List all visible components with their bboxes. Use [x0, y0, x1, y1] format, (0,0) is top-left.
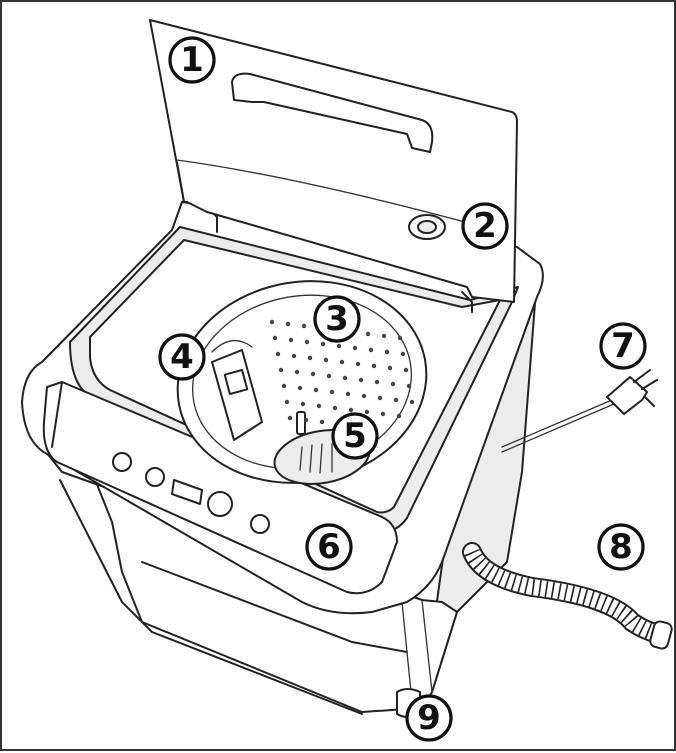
drum-hole: [365, 331, 371, 337]
drum-hole: [400, 351, 406, 357]
drum-hole: [409, 399, 415, 405]
callout-3: 3: [313, 295, 361, 343]
drum-hole: [319, 419, 325, 425]
control-knob-1[interactable]: [112, 452, 132, 472]
svg-text:6: 6: [317, 527, 341, 567]
callout-2: 2: [461, 202, 509, 250]
drum-hole: [387, 365, 393, 371]
svg-text:1: 1: [180, 40, 204, 80]
drum-hole: [284, 399, 290, 405]
svg-text:2: 2: [473, 206, 497, 246]
drum-hole: [281, 383, 287, 389]
drum-hole: [352, 345, 358, 351]
drum-hole: [403, 367, 409, 373]
drain-hose: [462, 542, 673, 650]
drum-hole: [371, 363, 377, 369]
drum-hole: [310, 371, 316, 377]
control-knob-3[interactable]: [207, 491, 233, 517]
display-window: [171, 479, 203, 505]
drum-hole: [301, 323, 307, 329]
control-knob-4[interactable]: [250, 514, 270, 534]
lint-filter: [211, 340, 263, 441]
drum-hole: [303, 417, 309, 423]
drum-hole: [355, 361, 361, 367]
callout-4: 4: [158, 333, 206, 381]
drum-hole: [381, 333, 387, 339]
callout-7: 7: [599, 322, 647, 370]
drum-hole: [291, 353, 297, 359]
svg-text:8: 8: [609, 527, 633, 567]
svg-text:3: 3: [325, 299, 349, 339]
drum-hole: [326, 373, 332, 379]
drum-hole: [396, 413, 402, 419]
drum-hole: [393, 397, 399, 403]
drum-hole: [287, 415, 293, 421]
drum-hole: [329, 389, 335, 395]
drum-hole: [397, 335, 403, 341]
drum-hole: [300, 401, 306, 407]
svg-text:7: 7: [611, 326, 635, 366]
control-knob-2[interactable]: [145, 467, 165, 487]
drum-hole: [368, 347, 374, 353]
drum-hole: [342, 375, 348, 381]
drum-hole: [316, 403, 322, 409]
drum-hole: [380, 411, 386, 417]
drum-hole: [339, 359, 345, 365]
drum-hole: [297, 385, 303, 391]
svg-text:9: 9: [417, 698, 441, 738]
drum-hole: [304, 339, 310, 345]
power-cord: [501, 369, 658, 453]
drum-hole: [294, 369, 300, 375]
drum-hole: [313, 387, 319, 393]
drum-hole: [374, 379, 380, 385]
drum-hole: [288, 337, 294, 343]
drum-hole: [307, 355, 313, 361]
drum-hole: [332, 405, 338, 411]
drum-hole: [285, 321, 291, 327]
callout-6: 6: [305, 523, 353, 571]
drum-hole: [384, 349, 390, 355]
drum-hole: [406, 383, 412, 389]
drum-hole: [358, 377, 364, 383]
drum-hole: [377, 395, 383, 401]
callout-8: 8: [597, 523, 645, 571]
power-plug: [606, 376, 648, 415]
drum-hole: [320, 341, 326, 347]
drum-hole: [275, 351, 281, 357]
drum-hole: [272, 335, 278, 341]
drum-hole: [348, 407, 354, 413]
drum-hole: [364, 409, 370, 415]
callout-1: 1: [168, 36, 216, 84]
drum-hole: [361, 393, 367, 399]
detergent-inlet: [408, 214, 446, 240]
drum-hole: [390, 381, 396, 387]
drum-hole: [269, 319, 275, 325]
drum-hole: [278, 367, 284, 373]
svg-text:5: 5: [343, 416, 367, 456]
callout-5: 5: [331, 412, 379, 460]
drum-hole: [345, 391, 351, 397]
lid-handle[interactable]: [231, 72, 434, 153]
drum-hole: [323, 357, 329, 363]
callout-9: 9: [405, 694, 453, 742]
drum-hole: [336, 343, 342, 349]
svg-text:4: 4: [170, 337, 194, 377]
